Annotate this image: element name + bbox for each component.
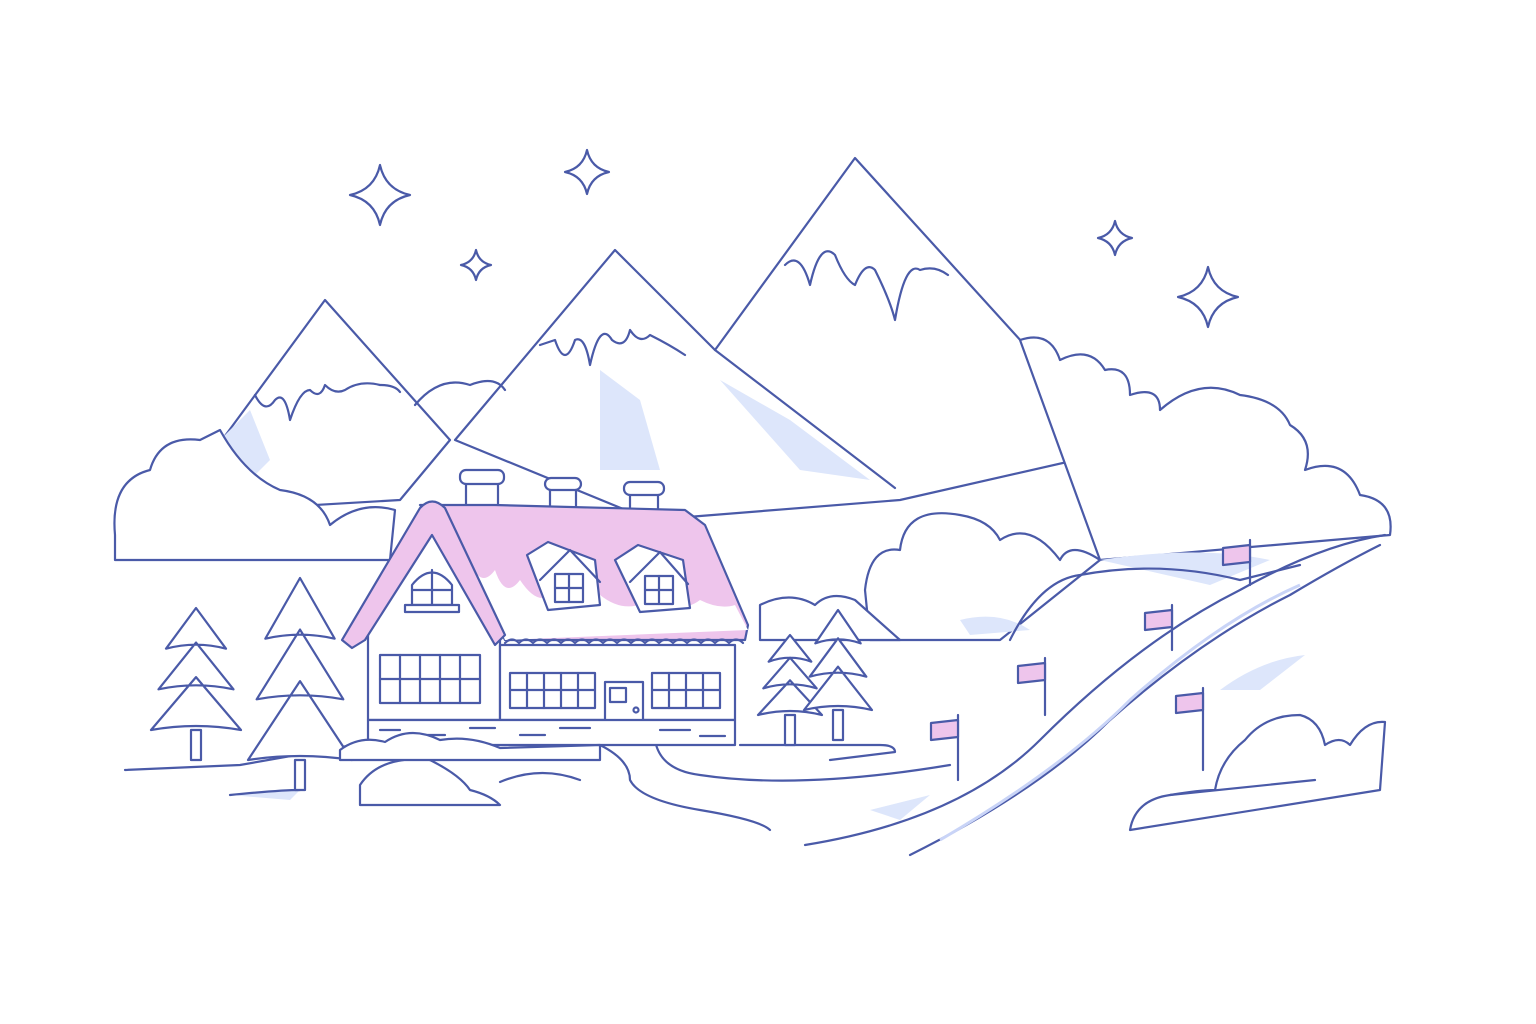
star-icon bbox=[563, 148, 611, 196]
bush-left-upper bbox=[413, 379, 507, 407]
ski-slope bbox=[803, 533, 1387, 857]
roof-snow bbox=[470, 560, 748, 640]
mountain-right-snowcap bbox=[783, 250, 950, 322]
mountain-left-snowcap bbox=[253, 382, 402, 422]
chimney-right-cap bbox=[622, 480, 666, 497]
bush-middle bbox=[863, 512, 1102, 642]
door-knob bbox=[632, 706, 640, 714]
dormer-right-mullion bbox=[643, 574, 675, 606]
star-icon bbox=[1096, 219, 1134, 257]
gable-lower-window-mullions bbox=[378, 653, 482, 705]
ski-flag bbox=[929, 713, 960, 782]
pine-tree bbox=[246, 576, 354, 792]
hill-shadow bbox=[960, 552, 1270, 635]
mountain-center-snowcap bbox=[538, 328, 687, 367]
snow-drift bbox=[870, 655, 1305, 820]
ski-flags bbox=[929, 538, 1252, 782]
path-road bbox=[598, 743, 772, 832]
bush-hill bbox=[758, 594, 902, 642]
roof-eave-scallop bbox=[503, 638, 745, 645]
snow-bushes bbox=[113, 336, 1392, 642]
slope-edge-outer bbox=[803, 533, 1387, 847]
ground-shadow bbox=[230, 790, 300, 800]
snow-bank-house bbox=[338, 731, 602, 762]
door-pane bbox=[608, 686, 628, 704]
stone-lines bbox=[378, 726, 727, 738]
dormer-left-mullion bbox=[553, 572, 585, 604]
bush-left bbox=[113, 428, 397, 562]
star-icon bbox=[348, 163, 412, 227]
gable-window-sill bbox=[403, 603, 461, 614]
slope-hill bbox=[1008, 563, 1302, 642]
dormer-right bbox=[613, 543, 692, 614]
mountains bbox=[198, 156, 1122, 522]
slope-track bbox=[939, 583, 1301, 842]
snow-mound-mid bbox=[498, 771, 582, 784]
snow-mound-front bbox=[358, 758, 502, 807]
ski-flag bbox=[1174, 686, 1205, 772]
chalet-house bbox=[338, 468, 750, 762]
path-road-right bbox=[653, 738, 952, 782]
stars bbox=[348, 148, 1240, 329]
pine-tree bbox=[756, 633, 824, 747]
pine-tree bbox=[149, 606, 243, 762]
main-window-left-mullions bbox=[508, 671, 597, 710]
gable-window-mullion bbox=[410, 568, 454, 607]
star-icon bbox=[1176, 265, 1240, 329]
slope-edge-inner bbox=[908, 543, 1382, 857]
chimney-mid-cap bbox=[543, 476, 583, 492]
main-window-right-mullions bbox=[650, 671, 722, 710]
ski-flag bbox=[1016, 656, 1047, 717]
bush-bottom-right-base bbox=[1168, 778, 1317, 797]
dormer-right-gable bbox=[628, 550, 690, 586]
ski-flag bbox=[1221, 538, 1252, 587]
dormer-left bbox=[525, 540, 602, 612]
chimney-left-cap bbox=[458, 468, 506, 486]
ski-flag bbox=[1143, 603, 1174, 652]
star-icon bbox=[459, 248, 493, 282]
bush-right-top bbox=[1018, 336, 1392, 562]
gable-roof bbox=[340, 500, 507, 650]
pine-tree bbox=[802, 608, 874, 742]
trees bbox=[149, 576, 874, 792]
dormer-left-gable bbox=[538, 548, 602, 584]
center-ridge bbox=[713, 348, 897, 490]
bush-bottom-right bbox=[1128, 713, 1387, 832]
